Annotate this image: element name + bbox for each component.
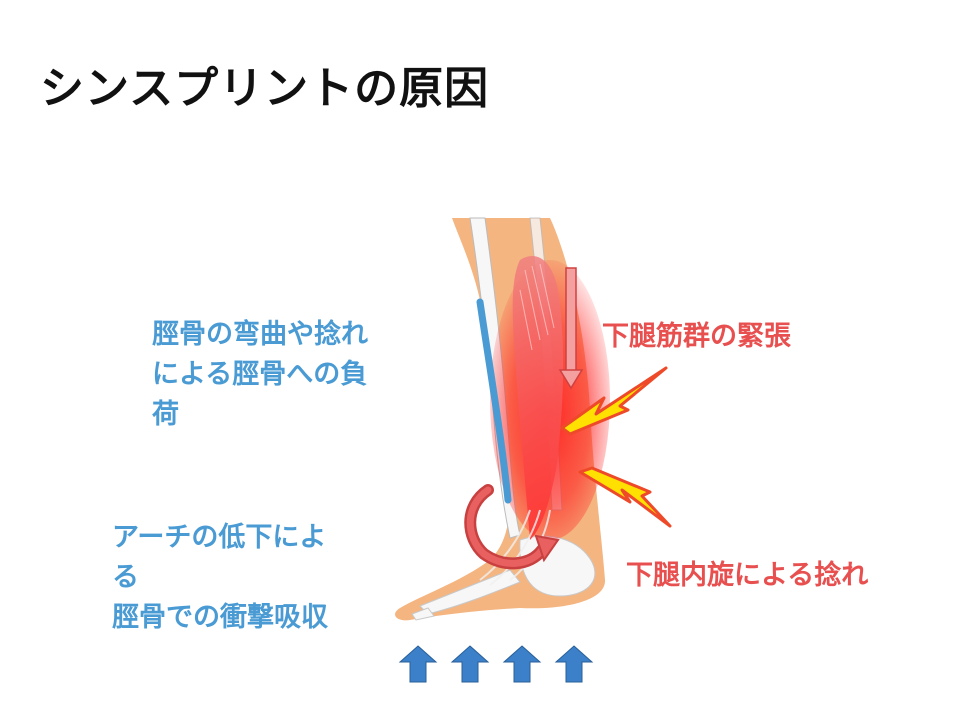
leg-illustration bbox=[395, 217, 672, 621]
down-arrow-icon bbox=[558, 267, 584, 390]
lightning-bolt-icon bbox=[560, 366, 668, 436]
up-arrow-icon bbox=[398, 645, 438, 683]
label-muscle-tension: 下腿筋群の緊張 bbox=[602, 321, 791, 352]
label-leg-rotation: 下腿内旋による捻れ bbox=[626, 560, 869, 591]
calf-muscle bbox=[512, 255, 564, 541]
muscle-fibers bbox=[519, 263, 555, 351]
label-arch-drop: アーチの低下によ る 脛骨での衝撃吸収 bbox=[112, 522, 328, 633]
tibia-bend-line bbox=[476, 298, 512, 504]
label-tibia-bending: 脛骨の弯曲や捻れ による脛骨への負 荷 bbox=[152, 319, 368, 430]
curved-arrow-icon bbox=[464, 484, 560, 570]
lightning-bolt-icon bbox=[578, 466, 672, 528]
up-arrow-icon bbox=[502, 645, 542, 683]
up-arrow-icon bbox=[554, 645, 594, 683]
up-arrow-icon bbox=[450, 645, 490, 683]
page-title: シンスプリントの原因 bbox=[40, 63, 490, 114]
ground-impact-arrows bbox=[398, 645, 594, 683]
